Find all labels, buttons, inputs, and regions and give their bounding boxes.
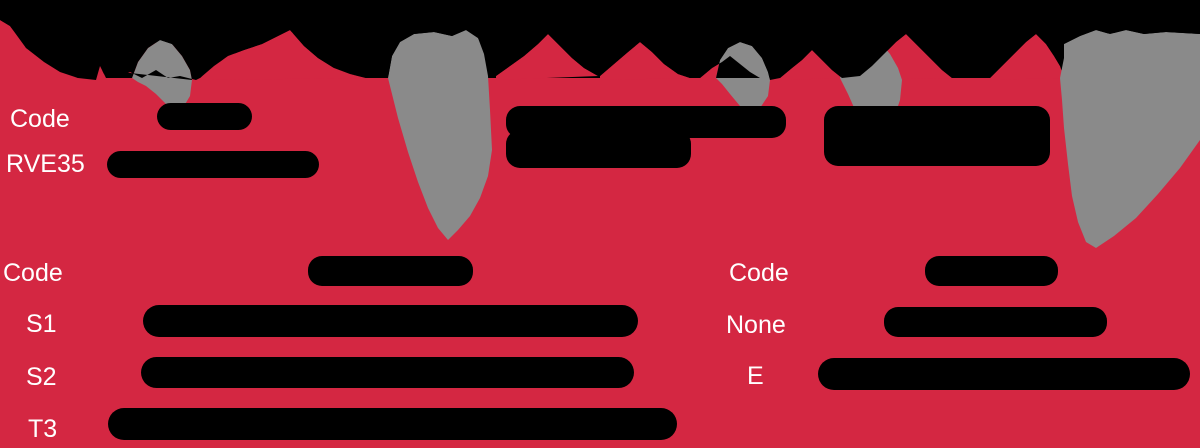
gray-strip-right xyxy=(1064,30,1200,78)
lower-left-code-label: Code xyxy=(3,259,63,287)
red-peak-left3 xyxy=(200,30,366,80)
red-peak-mid1 xyxy=(496,34,598,80)
black-notch-1 xyxy=(370,0,500,76)
gray-wedge-2 xyxy=(388,30,492,240)
lower-right-e-redaction xyxy=(818,358,1190,390)
black-top-band xyxy=(0,0,1200,80)
red-peak-mid4 xyxy=(780,50,842,80)
upper-section-value-redaction-2 xyxy=(506,130,691,168)
lower-left-t3-redaction xyxy=(108,408,677,440)
lower-left-s2-redaction xyxy=(141,357,634,388)
red-peak-left xyxy=(0,20,106,80)
lower-left-t3-label: T3 xyxy=(28,415,58,443)
red-peak-right xyxy=(990,34,1064,80)
upper-section-value-redaction-3 xyxy=(824,106,1050,166)
lower-right-none-label: None xyxy=(726,311,786,339)
lower-left-s2-label: S2 xyxy=(26,363,57,391)
gray-wedge-5 xyxy=(1060,32,1200,248)
lower-right-none-redaction xyxy=(884,307,1107,337)
lower-right-code-label: Code xyxy=(729,259,789,287)
lower-right-code-redaction xyxy=(925,256,1058,286)
upper-section-code-label: Code xyxy=(10,105,70,133)
lower-right-e-label: E xyxy=(747,362,764,390)
upper-section-code-redaction xyxy=(157,103,252,130)
lower-left-s1-label: S1 xyxy=(26,310,57,338)
lower-left-s1-redaction xyxy=(143,305,638,337)
lower-left-code-redaction xyxy=(308,256,473,286)
upper-section-rve35-redaction xyxy=(107,151,319,178)
red-peak-mid2 xyxy=(600,42,690,80)
upper-section-rve35-label: RVE35 xyxy=(6,150,85,178)
